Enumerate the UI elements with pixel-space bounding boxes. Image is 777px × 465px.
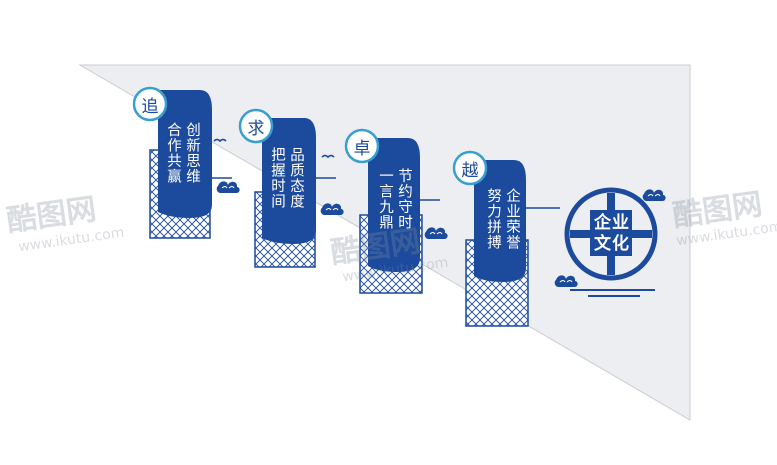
panel-4-text-col1: 企业荣誉 bbox=[504, 188, 520, 250]
panel-1-text-col1: 创新思维 bbox=[184, 122, 200, 184]
badge-circle bbox=[344, 128, 380, 164]
emblem-text-line2: 文化 bbox=[594, 234, 630, 254]
badge-label-1: 追 bbox=[141, 96, 159, 117]
panel-body bbox=[474, 160, 526, 282]
badge-label-4: 越 bbox=[461, 160, 479, 181]
panel-4-text-col2: 努力拼搏 bbox=[485, 188, 501, 250]
panel-2 bbox=[238, 108, 345, 268]
panel-3-text-col1: 节约守时 bbox=[396, 168, 412, 230]
cloud-icon bbox=[216, 180, 241, 194]
panel-2-text-col1: 品质态度 bbox=[288, 147, 304, 209]
emblem bbox=[554, 187, 667, 297]
badge-circle bbox=[238, 108, 274, 144]
panel-3-text-col2: 一言九鼎 bbox=[377, 168, 393, 230]
panel-4 bbox=[452, 150, 560, 327]
emblem-text-line1: 企业 bbox=[594, 213, 630, 233]
emblem-center bbox=[590, 210, 632, 256]
emblem-ring bbox=[564, 187, 658, 281]
panel-2-text-col2: 把握时间 bbox=[269, 147, 285, 209]
badge-circle bbox=[452, 150, 488, 186]
badge-circle bbox=[132, 86, 168, 122]
panel-body bbox=[368, 138, 420, 272]
panel-1-text-col2: 合作共赢 bbox=[165, 122, 181, 184]
panel-body bbox=[262, 118, 316, 244]
panel-3 bbox=[344, 128, 449, 294]
panel-1 bbox=[132, 86, 241, 239]
panel-body bbox=[158, 90, 212, 218]
badge-label-2: 求 bbox=[247, 118, 265, 139]
badge-label-3: 卓 bbox=[353, 138, 371, 159]
